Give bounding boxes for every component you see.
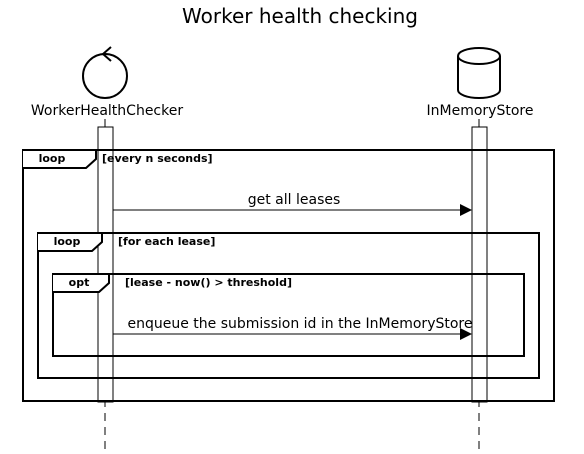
message-enqueue-submission-id: enqueue the submission id in the InMemor… bbox=[113, 316, 472, 340]
loop-frame-outer: loop [every n seconds] bbox=[22, 149, 555, 402]
participant-worker-health-checker: WorkerHealthChecker bbox=[31, 46, 183, 119]
frame-guard-label: [every n seconds] bbox=[102, 152, 213, 165]
participant-label: InMemoryStore bbox=[427, 103, 534, 119]
frame-kind-label: opt bbox=[69, 276, 90, 289]
message-get-all-leases: get all leases bbox=[113, 192, 472, 216]
participant-in-memory-store: InMemoryStore bbox=[427, 47, 534, 119]
message-label: get all leases bbox=[248, 192, 341, 208]
message-label: enqueue the submission id in the InMemor… bbox=[128, 316, 473, 332]
database-icon bbox=[457, 47, 501, 99]
activation-bar-in-memory-store bbox=[471, 126, 488, 403]
activation-bar-worker-health-checker bbox=[97, 126, 114, 403]
frame-kind-label: loop bbox=[54, 235, 81, 248]
frame-kind-label: loop bbox=[39, 152, 66, 165]
control-icon bbox=[82, 46, 128, 99]
diagram-title: Worker health checking bbox=[182, 4, 418, 28]
loop-frame-inner: loop [for each lease] bbox=[37, 232, 540, 379]
frame-guard-label: [lease - now() > threshold] bbox=[125, 276, 292, 289]
participant-label: WorkerHealthChecker bbox=[31, 103, 183, 119]
opt-frame: opt [lease - now() > threshold] bbox=[52, 273, 525, 357]
arrowhead-icon bbox=[460, 204, 472, 216]
frame-guard-label: [for each lease] bbox=[118, 235, 215, 248]
arrowhead-icon bbox=[460, 328, 472, 340]
